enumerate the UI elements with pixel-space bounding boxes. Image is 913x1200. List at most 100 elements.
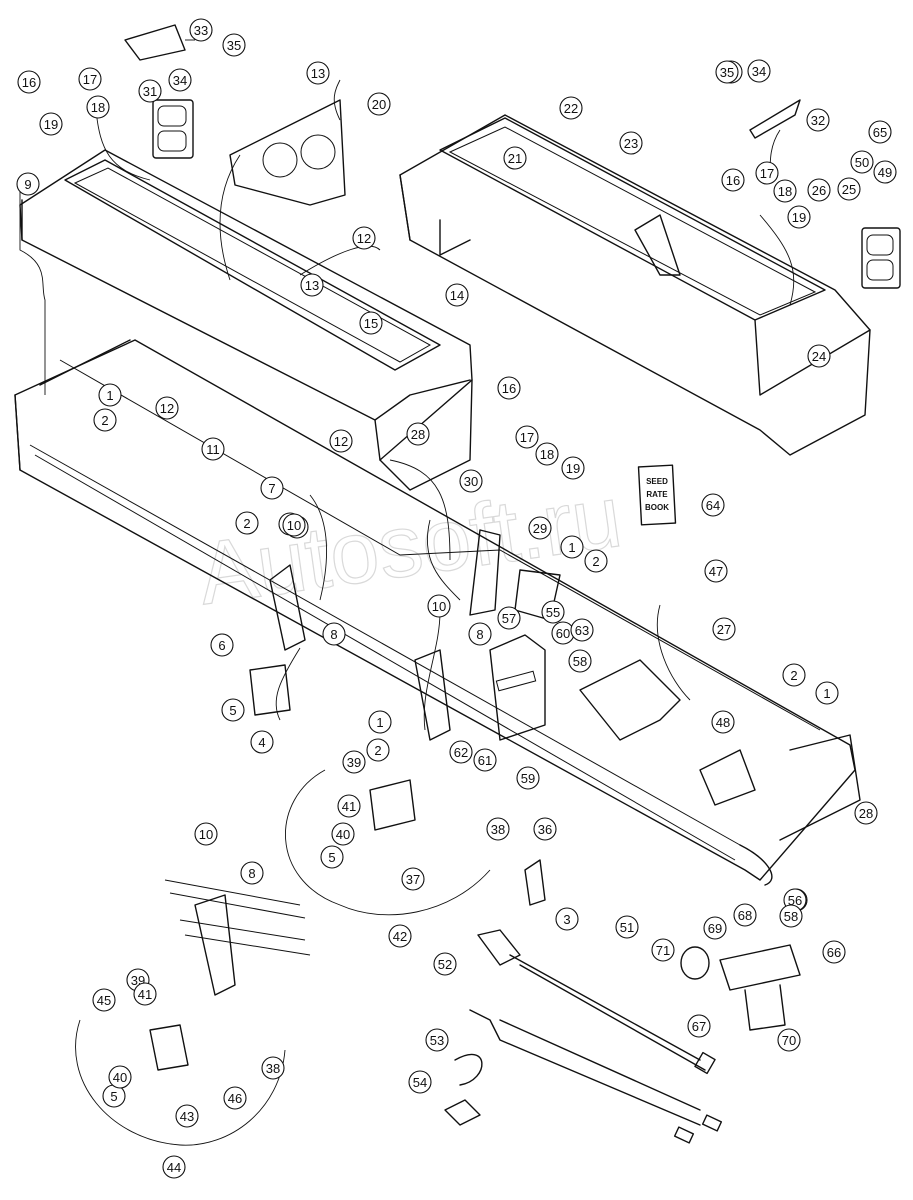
callout-circle [755, 161, 779, 185]
callout-circle [93, 408, 117, 432]
callout-number: 58 [573, 654, 587, 669]
callout-circle [352, 226, 376, 250]
callout-number: 27 [717, 622, 731, 637]
callout-number: 34 [752, 64, 766, 79]
callout-number: 28 [411, 427, 425, 442]
callout-circle [250, 730, 274, 754]
callout-number: 17 [83, 72, 97, 87]
callout-number: 4 [258, 735, 265, 750]
callout-54: 54 [408, 1070, 432, 1094]
callout-14: 14 [445, 283, 469, 307]
callout-circle [497, 376, 521, 400]
callout-39: 39 [342, 750, 366, 774]
callout-55: 55 [541, 600, 565, 624]
callout-17: 17 [755, 161, 779, 185]
callout-64: 64 [701, 493, 725, 517]
callout-number: 35 [720, 65, 734, 80]
callout-circle [850, 150, 874, 174]
callout-number: 51 [620, 920, 634, 935]
callout-number: 13 [311, 66, 325, 81]
callout-circle [98, 383, 122, 407]
callout-59: 59 [516, 766, 540, 790]
callout-number: 9 [24, 177, 31, 192]
callout-number: 13 [305, 278, 319, 293]
callout-50: 50 [850, 150, 874, 174]
callout-circle [837, 177, 861, 201]
sign-line2: RATE [646, 490, 668, 499]
callout-circle [559, 96, 583, 120]
callout-circle [322, 622, 346, 646]
callout-number: 61 [478, 753, 492, 768]
callout-number: 5 [229, 703, 236, 718]
callout-30: 30 [459, 469, 483, 493]
callout-47: 47 [704, 559, 728, 583]
callout-number: 18 [91, 100, 105, 115]
callout-19: 19 [39, 112, 63, 136]
callout-circle [782, 663, 806, 687]
callout-number: 8 [248, 866, 255, 881]
callout-circle [449, 740, 473, 764]
callout-16: 16 [721, 168, 745, 192]
callout-19: 19 [561, 456, 585, 480]
callout-number: 5 [328, 850, 335, 865]
callout-number: 42 [393, 929, 407, 944]
callout-69: 69 [703, 916, 727, 940]
callout-circle [561, 456, 585, 480]
callout-9: 9 [16, 172, 40, 196]
callout-circle [711, 710, 735, 734]
callout-number: 49 [878, 165, 892, 180]
callout-number: 70 [782, 1033, 796, 1048]
callout-40: 40 [108, 1065, 132, 1089]
callout-number: 46 [228, 1091, 242, 1106]
callout-number: 12 [334, 434, 348, 449]
callout-number: 2 [101, 413, 108, 428]
callout-19: 19 [787, 205, 811, 229]
callout-number: 62 [454, 745, 468, 760]
callout-number: 39 [347, 755, 361, 770]
callout-number: 59 [521, 771, 535, 786]
sign-line1: SEED [646, 477, 668, 486]
callout-circle [807, 178, 831, 202]
callout-number: 35 [227, 38, 241, 53]
callout-circle [555, 907, 579, 931]
callout-circle [854, 801, 878, 825]
callout-number: 34 [173, 73, 187, 88]
callout-number: 25 [842, 182, 856, 197]
callout-18: 18 [86, 95, 110, 119]
grommet [444, 1099, 481, 1126]
callout-number: 56 [788, 893, 802, 908]
callout-number: 22 [564, 101, 578, 116]
callout-circle [584, 549, 608, 573]
callout-number: 1 [823, 686, 830, 701]
callout-66: 66 [822, 940, 846, 964]
callout-24: 24 [807, 344, 831, 368]
callout-16: 16 [17, 70, 41, 94]
callout-circle [535, 442, 559, 466]
callout-28: 28 [854, 801, 878, 825]
callout-number: 67 [692, 1019, 706, 1034]
callout-circle [162, 1155, 186, 1179]
callout-circle [17, 70, 41, 94]
callout-circle [773, 179, 797, 203]
callout-13: 13 [306, 61, 330, 85]
callout-37: 37 [401, 867, 425, 891]
callout-number: 7 [268, 481, 275, 496]
callout-27: 27 [712, 617, 736, 641]
callout-circle [261, 1056, 285, 1080]
callout-number: 1 [376, 715, 383, 730]
callout-5: 5 [320, 845, 344, 869]
callout-circle [445, 283, 469, 307]
callout-number: 1 [106, 388, 113, 403]
callout-number: 52 [438, 957, 452, 972]
callout-8: 8 [240, 861, 264, 885]
callout-circle [189, 18, 213, 42]
callout-10: 10 [194, 822, 218, 846]
callout-number: 10 [432, 599, 446, 614]
callout-number: 66 [827, 945, 841, 960]
callout-31: 31 [138, 79, 162, 103]
detail-view-42-arc [285, 769, 491, 916]
callout-16: 16 [497, 376, 521, 400]
callout-number: 44 [167, 1160, 181, 1175]
callout-circle [779, 904, 803, 928]
callout-circle [337, 794, 361, 818]
